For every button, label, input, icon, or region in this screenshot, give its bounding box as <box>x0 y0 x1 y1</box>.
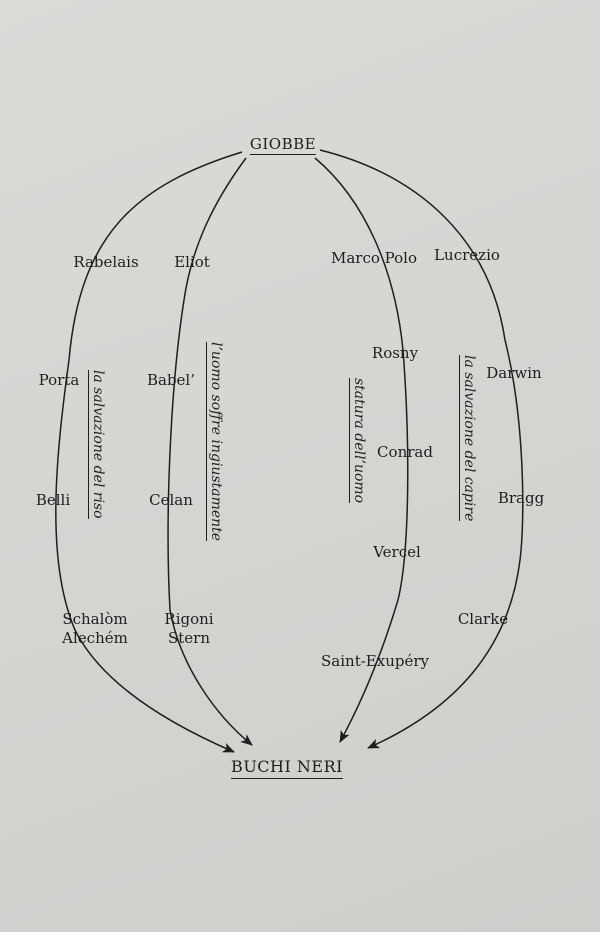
node-porta: Porta <box>38 371 80 389</box>
theme-salvazione-riso: la salvazione del riso <box>88 370 106 519</box>
node-rigoni-stern: Rigoni Stern <box>164 610 213 648</box>
theme-statura-uomo: statura dell’uomo <box>349 378 367 504</box>
node-conrad: Conrad <box>377 443 433 461</box>
node-bragg: Bragg <box>497 489 545 507</box>
arc-outer-right <box>319 149 524 749</box>
arc-inner-left <box>167 157 253 746</box>
node-vercel: Vercel <box>373 543 421 561</box>
node-alechem: Alechém <box>62 629 128 647</box>
title-giobbe-underline <box>249 154 317 155</box>
theme-salvazione-capire: la salvazione del capire <box>459 355 477 522</box>
title-buchi-neri: BUCHI NERI <box>231 757 343 779</box>
node-darwin: Darwin <box>486 364 542 382</box>
node-schalom: Schalòm <box>62 610 128 628</box>
node-rosny: Rosny <box>371 344 419 362</box>
arc-outer-left <box>55 151 243 753</box>
node-celan: Celan <box>149 491 193 509</box>
node-rabelais: Rabelais <box>73 253 139 271</box>
title-giobbe: GIOBBE <box>249 135 317 155</box>
node-schalom-alechem: Schalòm Alechém <box>62 610 128 648</box>
node-eliot: Eliot <box>174 253 210 271</box>
node-belli: Belli <box>35 491 71 509</box>
node-babel: Babel’ <box>146 371 196 389</box>
theme-uomo-soffre: l’uomo soffre ingiustamente <box>206 342 224 542</box>
node-marco-polo: Marco Polo <box>330 249 418 267</box>
node-stern: Stern <box>167 629 210 647</box>
node-clarke: Clarke <box>457 610 509 628</box>
title-buchi-neri-underline <box>231 778 343 779</box>
node-rigoni: Rigoni <box>164 610 214 628</box>
title-giobbe-text: GIOBBE <box>249 135 317 153</box>
arc-inner-right <box>314 157 409 743</box>
node-saint-exupery: Saint-Exupéry <box>321 652 429 670</box>
title-buchi-neri-text: BUCHI NERI <box>231 757 343 776</box>
node-lucrezio: Lucrezio <box>434 246 500 264</box>
